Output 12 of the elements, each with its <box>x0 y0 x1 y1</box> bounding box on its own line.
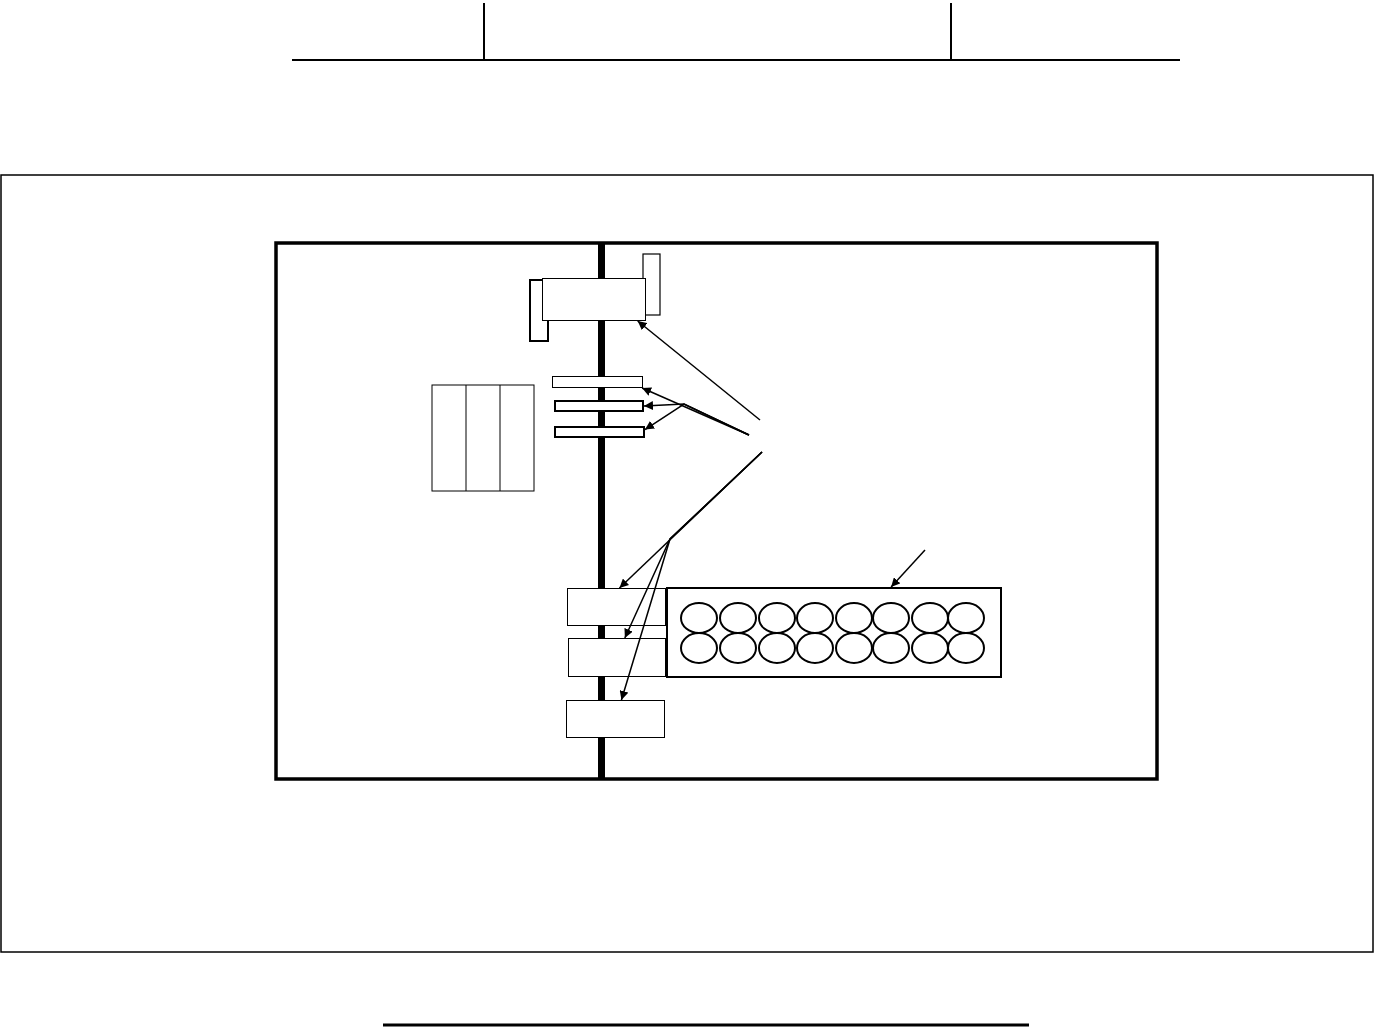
connector-panel <box>666 587 1002 678</box>
leader-line <box>636 320 761 421</box>
leader-line <box>890 549 926 588</box>
terminal-box <box>568 638 666 677</box>
module-box <box>542 278 646 321</box>
rail-bar <box>552 376 643 388</box>
leader-line <box>618 451 763 589</box>
rail-bar <box>554 426 645 438</box>
rail-bar <box>554 400 644 412</box>
terminal-box <box>567 588 666 626</box>
leader-line <box>619 451 763 701</box>
terminal-box <box>566 700 665 738</box>
